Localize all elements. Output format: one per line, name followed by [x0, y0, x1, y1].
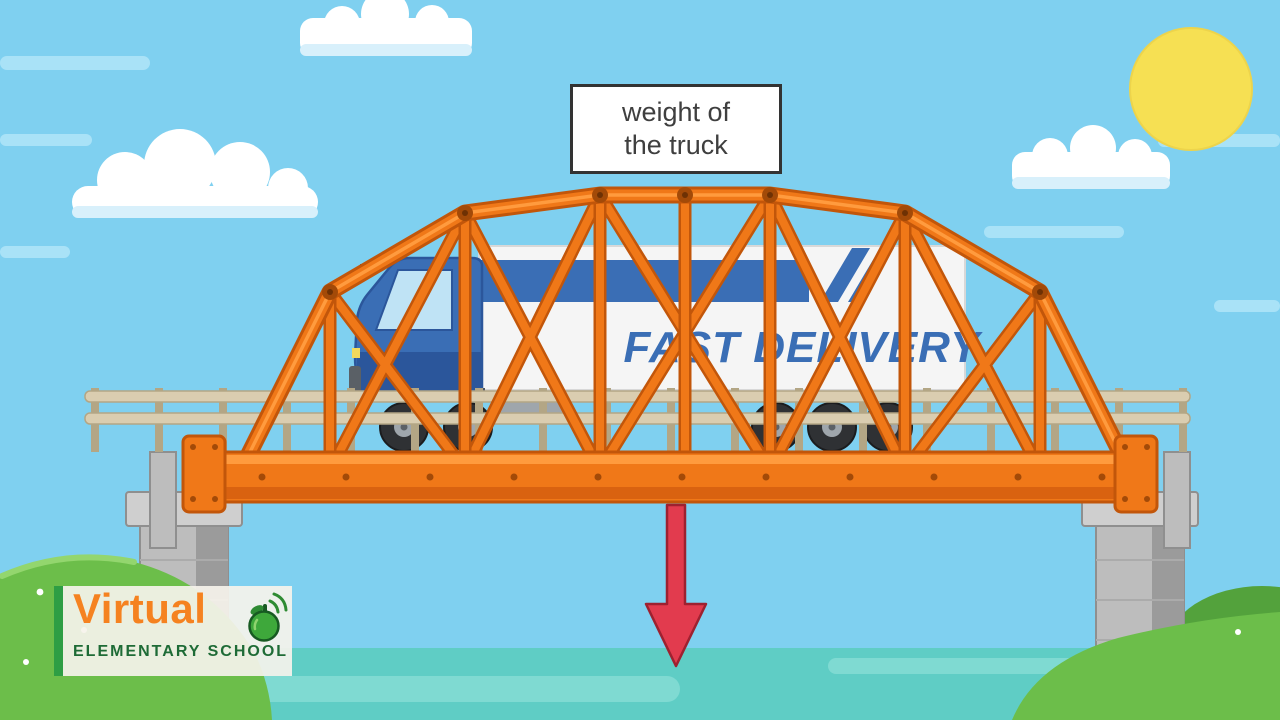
arrow-down-icon [644, 503, 708, 668]
apple-icon [248, 592, 288, 642]
approach-post-left [149, 451, 177, 549]
weight-annotation-line2: the truck [624, 129, 728, 160]
weight-annotation-box: weight of the truck [570, 84, 782, 174]
truss-joints [322, 187, 1048, 300]
bridge-deck [181, 434, 1159, 514]
deck-end-plate-right [1113, 434, 1159, 514]
logo-subtitle: ELEMENTARY SCHOOL [73, 643, 289, 660]
sun-icon [1129, 27, 1253, 151]
deck-end-plate-left [181, 434, 227, 514]
cloud-right [1012, 125, 1170, 189]
cloud-top [300, 0, 472, 56]
hill-right [1012, 612, 1280, 720]
virtual-elementary-school-logo: Virtual ELEMENTARY SCHOOL [54, 585, 292, 676]
cloud-left [72, 129, 318, 218]
weight-annotation-line1: weight of [621, 97, 731, 127]
logo-title: Virtual [73, 585, 207, 632]
logo-green-bar [54, 586, 63, 676]
deck-bolts [258, 473, 1106, 481]
bridge-truss [236, 186, 1134, 477]
approach-post-right [1163, 451, 1191, 549]
